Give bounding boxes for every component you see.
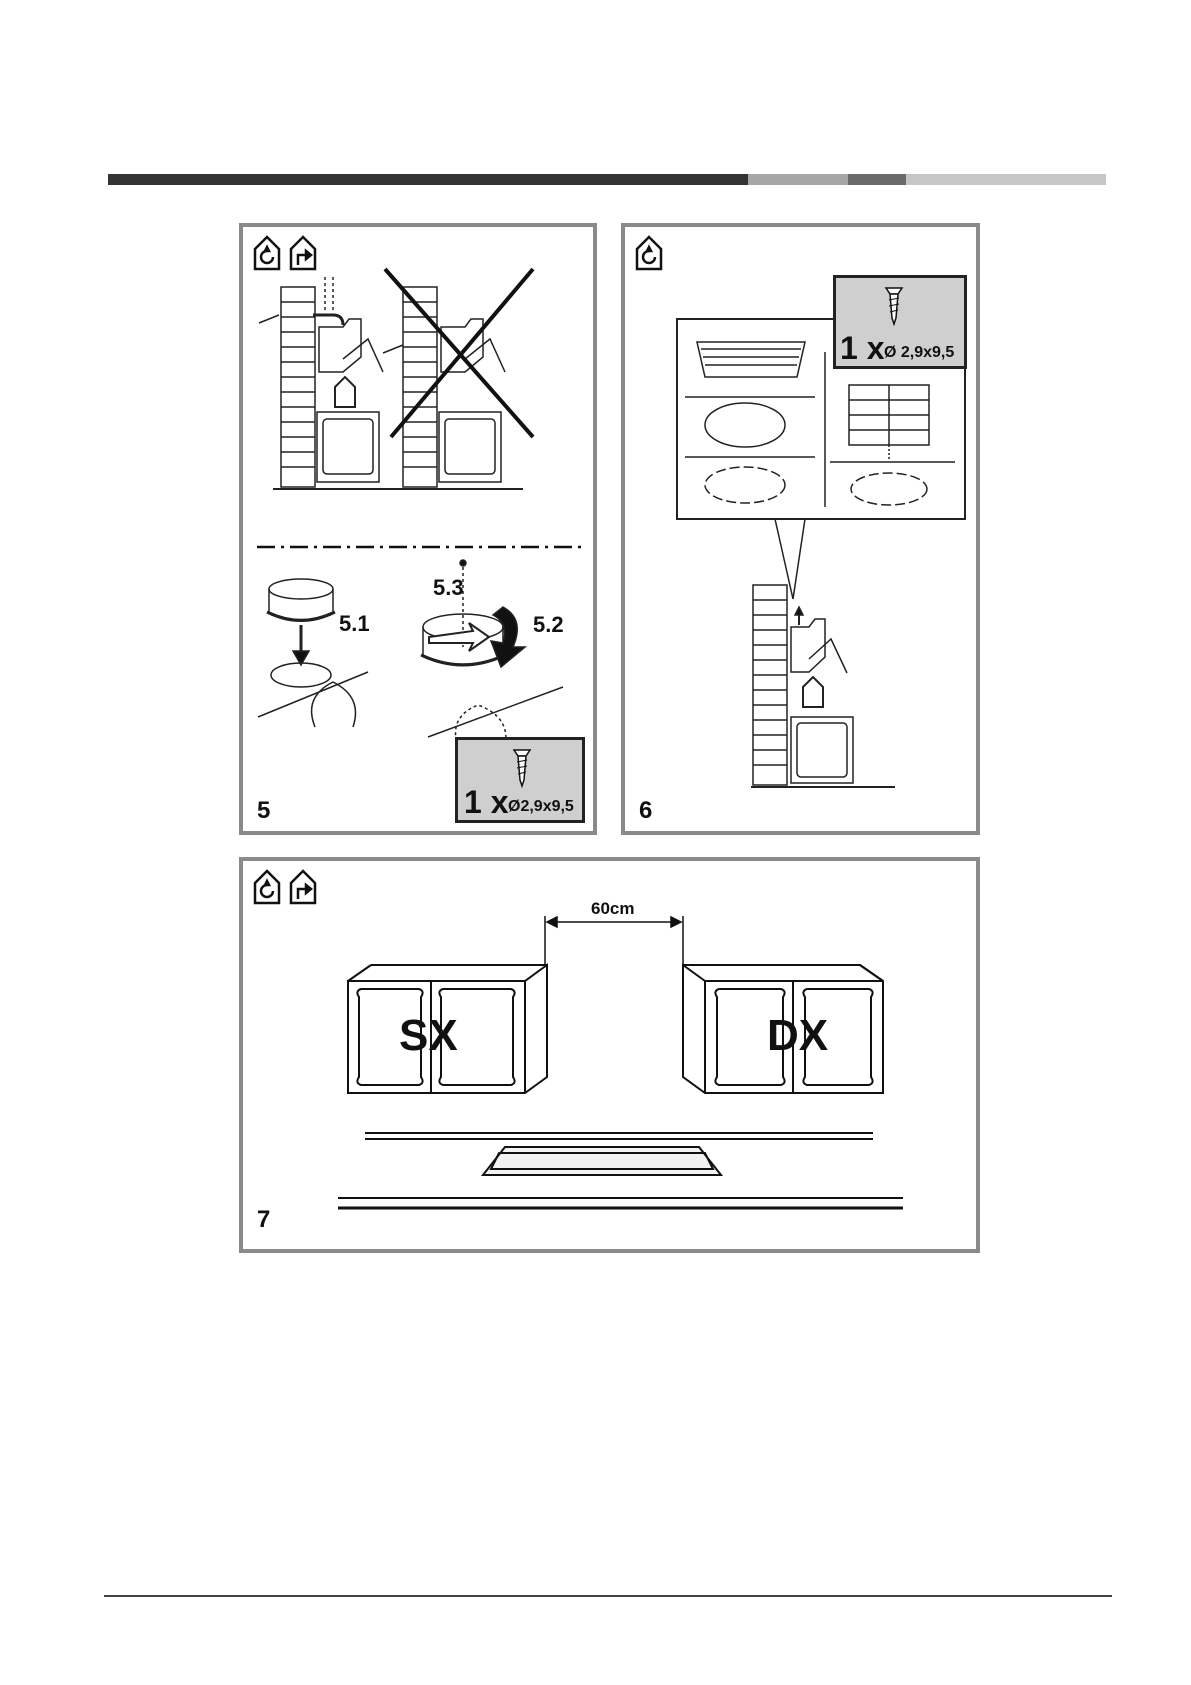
footer-rule: [104, 1595, 1112, 1597]
incorrect-install-scene: [383, 269, 533, 489]
correct-install-scene: [259, 277, 393, 489]
screw-qty: 1 x: [464, 784, 508, 821]
header-bar-pale: [906, 174, 1106, 185]
extraction-mode-icon: [291, 871, 315, 903]
step-5-1-label: 5.1: [339, 611, 370, 637]
figure-7-number: 7: [257, 1206, 270, 1234]
header-bar: [108, 174, 1106, 185]
figure-6-panel: 1 x Ø 2,9x9,5 6: [621, 223, 980, 835]
screw-qty: 1 x: [840, 330, 884, 367]
recirculation-mode-icon: [255, 237, 279, 269]
screw-spec-box: 1 x Ø2,9x9,5: [455, 737, 585, 823]
distance-dimension: [545, 916, 683, 966]
hood-outline: [338, 1133, 903, 1208]
step-5-2-label: 5.2: [533, 612, 564, 638]
figure-6-number: 6: [639, 797, 652, 825]
extraction-mode-icon: [291, 237, 315, 269]
screw-size: Ø 2,9x9,5: [884, 344, 954, 362]
left-cabinet-label: SX: [399, 1011, 458, 1061]
figure-7-drawing: [243, 861, 976, 1249]
step-5-3-label: 5.3: [433, 575, 464, 601]
figure-5-panel: 5.1 5.2 5.3 1 x Ø2,9x9,5 5: [239, 223, 597, 835]
header-bar-light: [748, 174, 848, 185]
header-bar-dark: [108, 174, 748, 185]
header-bar-mid: [848, 174, 906, 185]
figure-5-number: 5: [257, 797, 270, 825]
screw-size: Ø2,9x9,5: [508, 798, 574, 816]
distance-label: 60cm: [591, 899, 634, 919]
recirculation-mode-icon: [637, 237, 661, 269]
figure-7-panel: 60cm SX DX 7: [239, 857, 980, 1253]
step-5-1-ring: [258, 579, 368, 727]
screw-spec-box: 1 x Ø 2,9x9,5: [833, 275, 967, 369]
recirculation-mode-icon: [255, 871, 279, 903]
recirculation-install-scene: [751, 585, 895, 787]
right-cabinet-label: DX: [767, 1011, 828, 1061]
